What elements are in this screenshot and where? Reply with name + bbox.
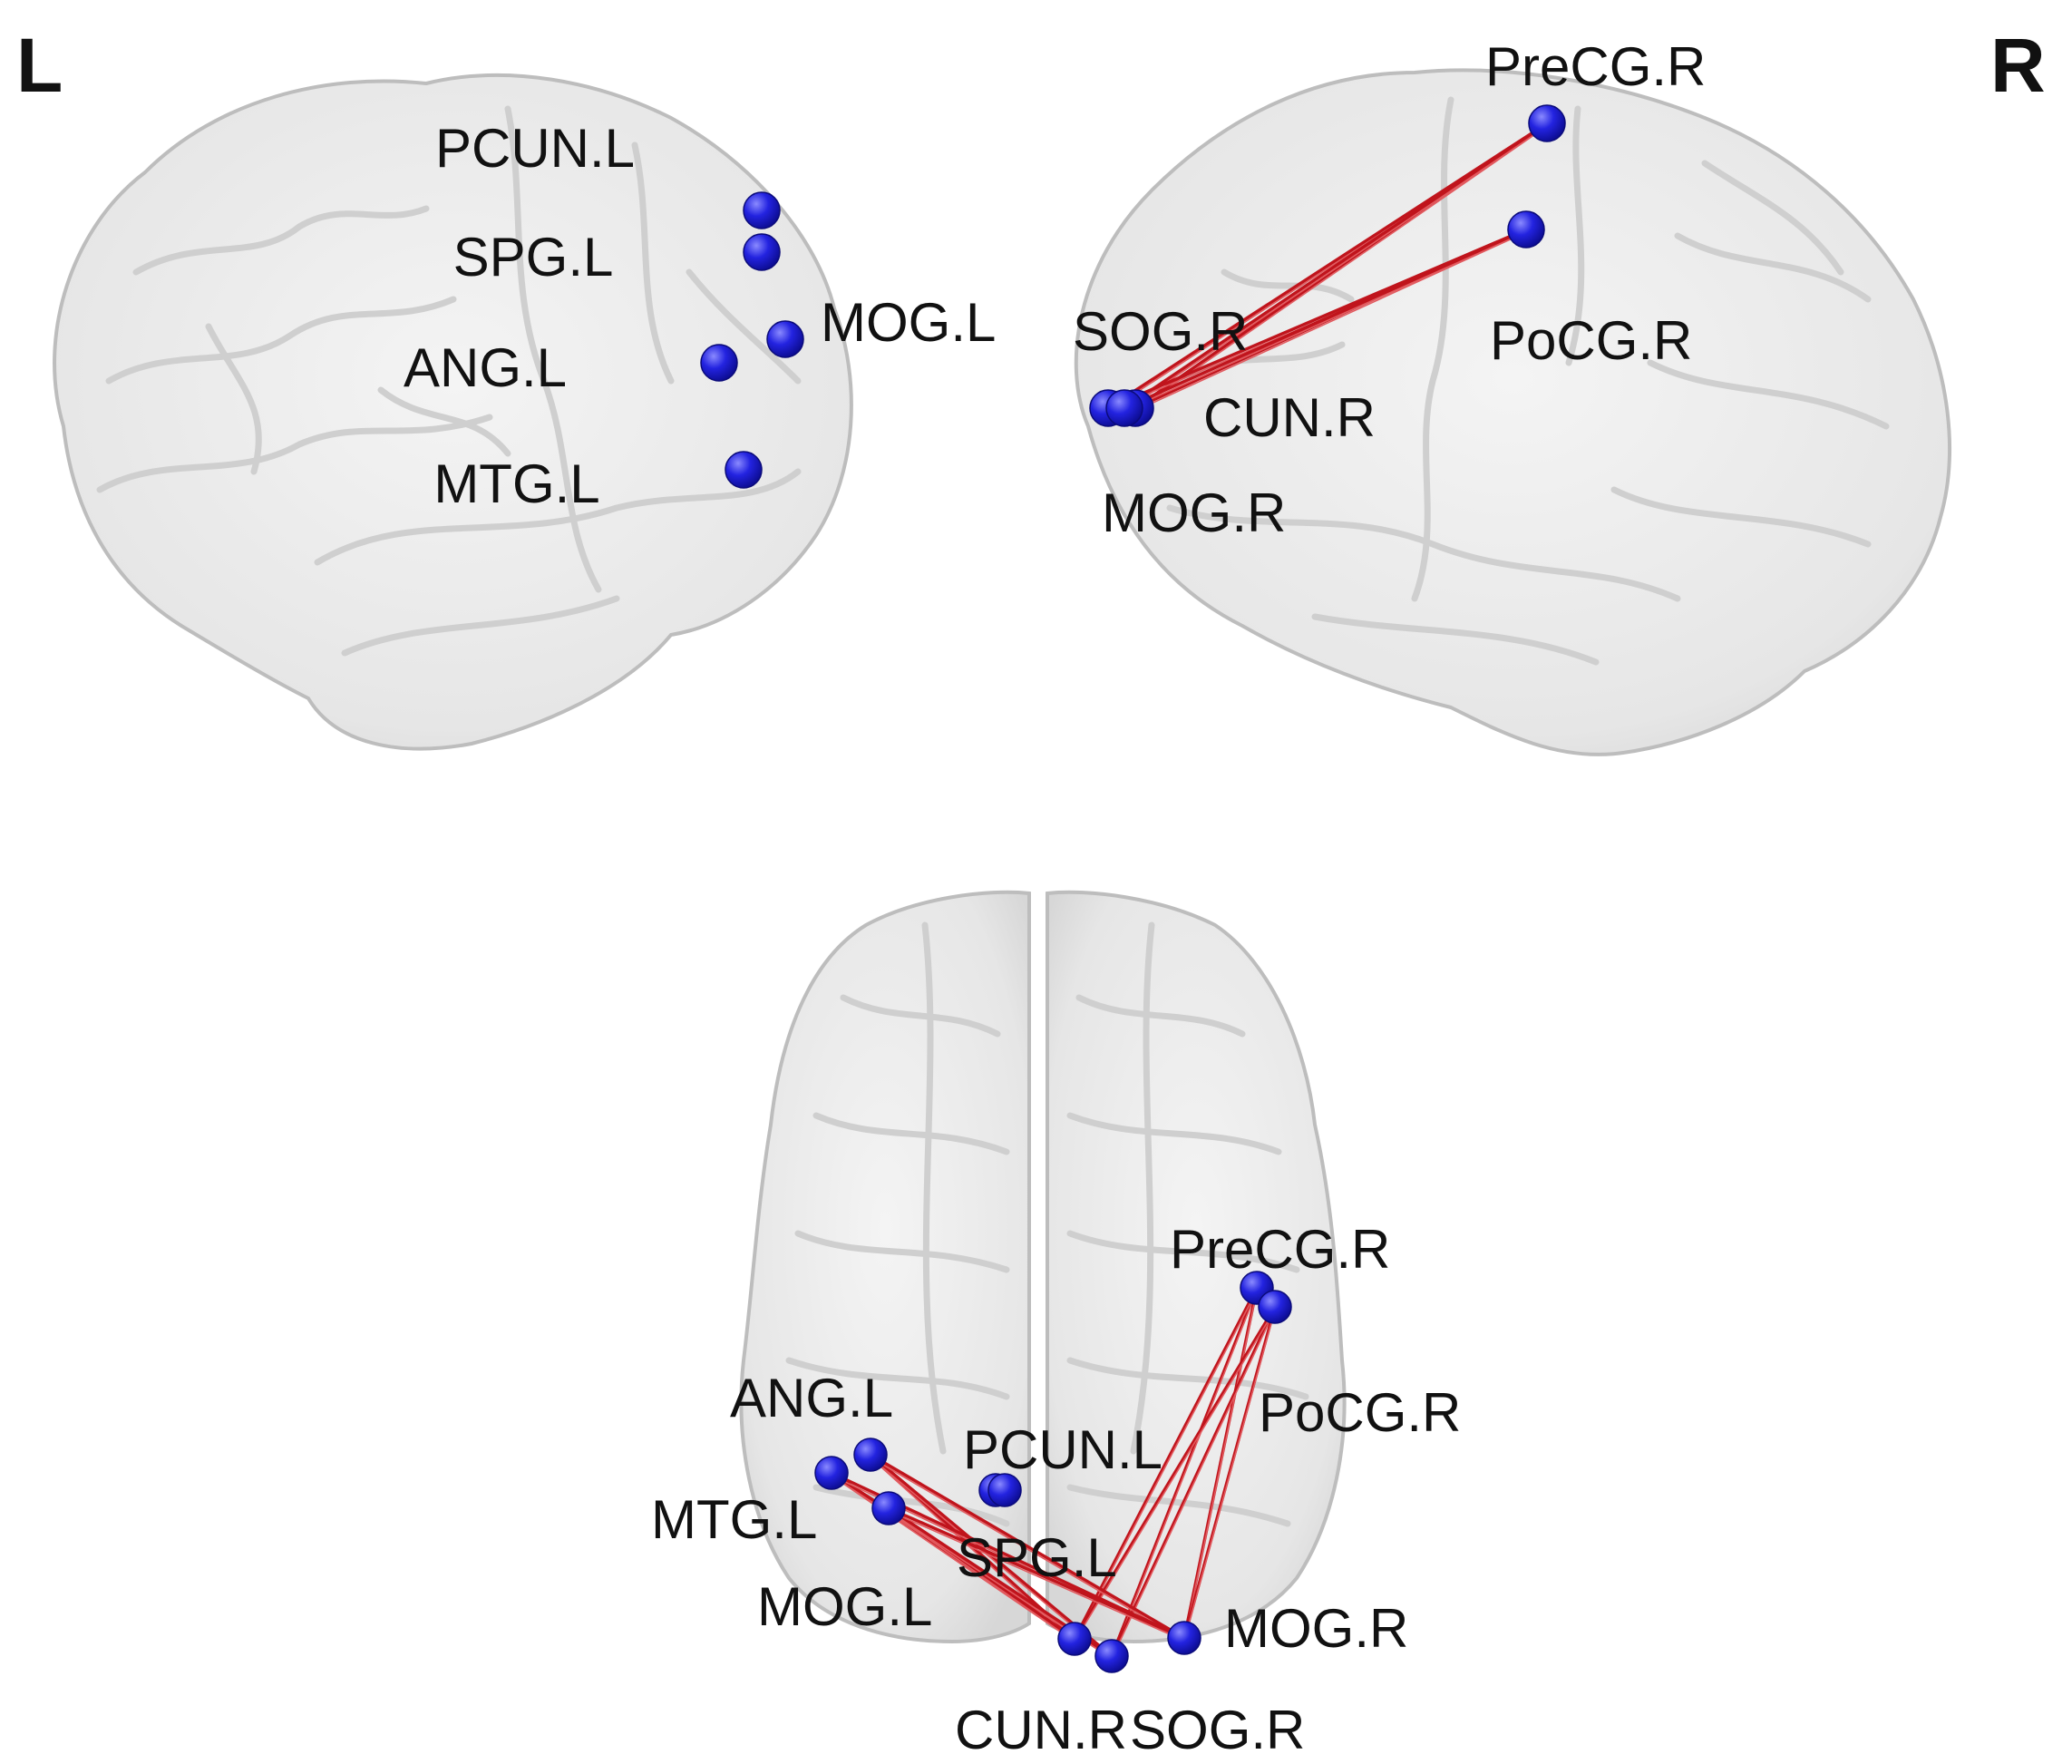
node-left_lateral-PCUN.L [743, 191, 781, 229]
label-right_lateral-SOG.R: SOG.R [1073, 301, 1248, 362]
label-right_lateral-PoCG.R: PoCG.R [1490, 310, 1692, 371]
edge-axial-MOG.L-CUN.R-highlight [888, 1510, 1075, 1642]
edge-axial-ANG.L-MOG.R [869, 1453, 1186, 1640]
node-axial-MTG.L [814, 1456, 849, 1490]
edge-axial-PreCG.R-CUN.R-highlight [1074, 1290, 1258, 1642]
label-axial-MTG.L: MTG.L [651, 1489, 817, 1550]
node-axial-ANG.L [853, 1438, 888, 1472]
edge-right_lateral-PreCG.R-MOG.R [1123, 122, 1549, 410]
edge-axial-PreCG.R-SOG.R-highlight [1111, 1290, 1258, 1660]
axial-brain [739, 890, 1347, 1644]
right-brain-sulci [1166, 96, 1890, 666]
edge-axial-PoCG.R-SOG.R-highlight [1111, 1309, 1276, 1660]
edge-axial-PoCG.R-CUN.R [1073, 1305, 1277, 1641]
node-axial-SOG.R [1094, 1639, 1129, 1673]
edge-axial-MOG.L-MOG.R-highlight [888, 1510, 1185, 1642]
right-brain-outline [1074, 68, 1951, 756]
label-axial-MOG.L: MOG.L [757, 1576, 932, 1637]
axial-brain-sulci [785, 921, 1309, 1527]
node-axial-MOG.R [1167, 1621, 1201, 1655]
node-axial-CUN.R [1057, 1622, 1092, 1656]
region-nodes [700, 104, 1566, 1673]
node-right_lateral-PoCG.R [1507, 210, 1545, 249]
edge-right_lateral-PoCG.R-MOG.R [1123, 228, 1528, 410]
label-left_lateral-MTG.L: MTG.L [433, 453, 599, 514]
edge-axial-PoCG.R-SOG.R [1110, 1305, 1277, 1658]
label-left_lateral-SPG.L: SPG.L [453, 227, 614, 288]
edge-right_lateral-PreCG.R-CUN.R-highlight [1134, 125, 1548, 412]
label-right_lateral-PreCG.R: PreCG.R [1485, 36, 1706, 97]
label-left_lateral-MOG.L: MOG.L [821, 292, 996, 353]
label-left_lateral-ANG.L: ANG.L [404, 337, 567, 398]
right-lateral-brain [1074, 68, 1951, 756]
left-hemisphere-label: L [16, 23, 63, 108]
label-right_lateral-CUN.R: CUN.R [1203, 387, 1376, 448]
axial-left-hemisphere-outline [739, 890, 1031, 1644]
label-axial-MOG.R: MOG.R [1224, 1598, 1408, 1659]
edge-axial-PoCG.R-MOG.R-highlight [1183, 1309, 1276, 1642]
right-hemisphere-label: R [1990, 23, 2046, 108]
node-right_lateral-PreCG.R [1528, 104, 1566, 142]
edge-axial-PoCG.R-CUN.R-highlight [1074, 1309, 1276, 1642]
node-left_lateral-MOG.L [766, 320, 804, 358]
node-left_lateral-SPG.L [743, 233, 781, 271]
node-right_lateral-MOG.R [1105, 389, 1143, 427]
node-axial-PoCG.R [1258, 1290, 1292, 1324]
label-right_lateral-MOG.R: MOG.R [1102, 482, 1286, 543]
region-labels: PCUN.L SPG.L MOG.L ANG.L MTG.L PreCG.R PoCG.R S… [404, 36, 1706, 1760]
edge-axial-PreCG.R-CUN.R [1073, 1286, 1259, 1641]
edge-axial-MOG.L-MOG.R [887, 1506, 1186, 1640]
label-axial-CUN.R: CUN.R [955, 1700, 1127, 1760]
edge-axial-ANG.L-MOG.R-highlight [870, 1457, 1185, 1642]
label-axial-PoCG.R: PoCG.R [1259, 1382, 1461, 1443]
label-axial-PreCG.R: PreCG.R [1170, 1219, 1390, 1280]
label-left_lateral-PCUN.L: PCUN.L [435, 118, 635, 179]
edge-axial-PreCG.R-MOG.R-highlight [1183, 1290, 1258, 1642]
label-axial-PCUN.L: PCUN.L [963, 1419, 1162, 1480]
edge-right_lateral-PoCG.R-MOG.R-highlight [1124, 231, 1527, 412]
node-left_lateral-MTG.L [725, 451, 763, 489]
label-axial-SOG.R: SOG.R [1130, 1700, 1305, 1760]
left-brain-sulci [96, 105, 802, 657]
node-left_lateral-ANG.L [700, 344, 738, 382]
label-axial-ANG.L: ANG.L [730, 1368, 893, 1428]
left-lateral-brain [53, 73, 853, 751]
edge-right_lateral-PreCG.R-MOG.R-highlight [1124, 125, 1548, 412]
label-axial-SPG.L: SPG.L [957, 1527, 1117, 1588]
edge-right_lateral-PoCG.R-CUN.R-highlight [1134, 231, 1527, 412]
node-axial-SPG.L [987, 1473, 1022, 1507]
edge-axial-PreCG.R-SOG.R [1110, 1286, 1259, 1658]
node-axial-MOG.L [871, 1491, 906, 1525]
